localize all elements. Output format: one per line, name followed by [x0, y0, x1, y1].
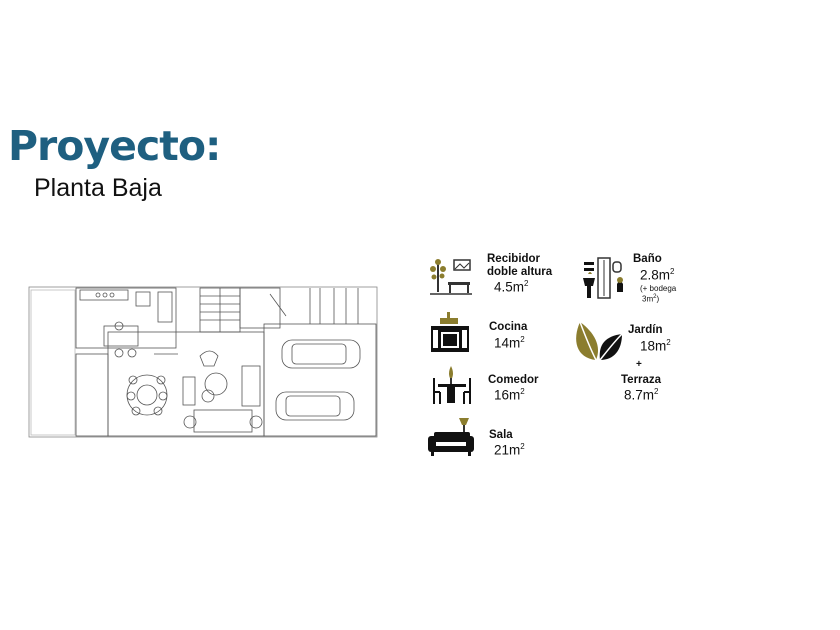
bano-label: Baño	[633, 253, 662, 265]
page-subtitle: Planta Baja	[34, 174, 162, 202]
terraza-label: Terraza	[621, 374, 662, 386]
page-title: Proyecto:	[8, 122, 221, 170]
sala-area: 21m2	[494, 442, 525, 458]
bano-area: 2.8m2	[640, 267, 674, 283]
floor-plan	[28, 286, 378, 438]
bano-note-2: 3m2)	[642, 293, 659, 304]
bathroom-icon	[583, 257, 623, 299]
jardin-area: 18m2	[640, 338, 671, 354]
bano-note-1: (+ bodega	[640, 284, 677, 293]
cocina-area: 14m2	[494, 335, 525, 351]
jardin-label: Jardín	[628, 324, 663, 336]
bano-note-close: )	[656, 294, 660, 304]
sofa-icon	[428, 418, 474, 456]
comedor-area-value: 16m	[494, 387, 521, 403]
terraza-area-exp: 2	[654, 387, 659, 396]
terraza-area-value: 8.7m	[624, 387, 655, 403]
bano-area-value: 2.8m	[640, 267, 671, 283]
sala-area-value: 21m	[494, 442, 521, 458]
cocina-label: Cocina	[489, 321, 528, 333]
leaf-icon	[576, 321, 623, 361]
jardin-area-value: 18m	[640, 338, 667, 354]
sala-label: Sala	[489, 429, 513, 441]
dining-table-icon	[433, 366, 471, 404]
comedor-area: 16m2	[494, 387, 525, 403]
bano-note-exp: 2	[653, 294, 657, 300]
comedor-label: Comedor	[488, 374, 539, 386]
bano-area-exp: 2	[670, 267, 675, 276]
stove-icon	[431, 312, 469, 352]
cocina-area-exp: 2	[520, 335, 525, 344]
recibidor-area-exp: 2	[524, 279, 529, 288]
bano-note-value: 3m	[642, 294, 654, 304]
cocina-area-value: 14m	[494, 335, 521, 351]
recibidor-area-value: 4.5m	[494, 279, 525, 295]
terraza-area: 8.7m2	[624, 387, 658, 403]
jardin-area-exp: 2	[666, 338, 671, 347]
comedor-area-exp: 2	[520, 387, 525, 396]
terraza-plus: +	[636, 359, 642, 370]
sala-area-exp: 2	[520, 442, 525, 451]
lamp-table-icon	[430, 259, 472, 295]
recibidor-label-2: doble altura	[487, 266, 553, 278]
recibidor-label-1: Recibidor	[487, 253, 541, 265]
recibidor-area: 4.5m2	[494, 279, 528, 295]
